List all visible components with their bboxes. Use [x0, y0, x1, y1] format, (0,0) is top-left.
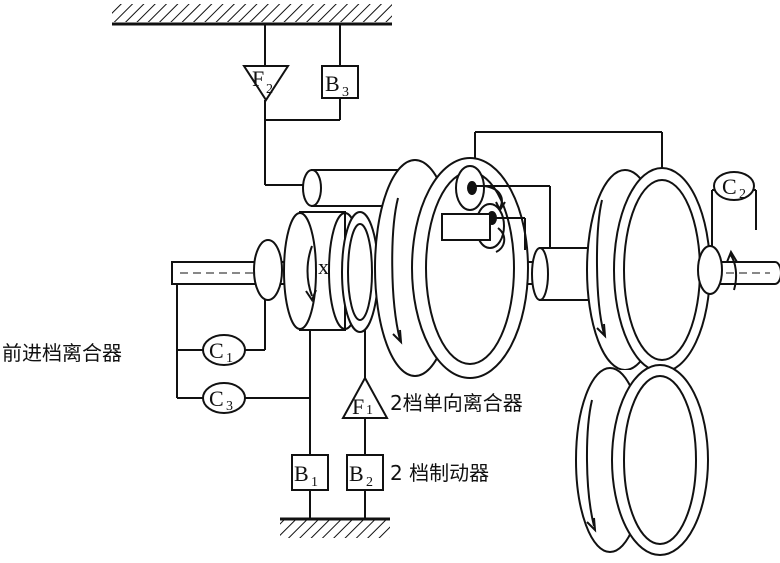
x-label: x — [318, 254, 329, 279]
f1-letter: F — [352, 394, 364, 419]
bottom-ground — [280, 517, 390, 538]
b2-sub: 2 — [366, 475, 373, 490]
b3-sub: 3 — [342, 85, 349, 100]
c1-clutch: C 1 — [202, 334, 246, 366]
b2-brake: B 2 — [346, 454, 384, 491]
output-gear — [575, 364, 709, 556]
c3-clutch: C 3 — [202, 382, 246, 414]
b1-brake: B 1 — [291, 454, 329, 491]
top-ground — [112, 4, 392, 26]
f2-letter: F — [252, 66, 264, 91]
b2-letter: B — [349, 461, 364, 486]
c2-clutch: C 2 — [713, 171, 755, 202]
c1-sub: 1 — [226, 351, 233, 366]
c1-letter: C — [209, 338, 224, 363]
f2-sub: 2 — [266, 82, 273, 97]
forward-clutch-label: 前进档离合器 — [2, 341, 122, 365]
c2-letter: C — [722, 174, 737, 199]
f1-oneway-clutch: F 1 — [341, 375, 389, 419]
second-oneway-clutch-label: 2档单向离合器 — [390, 391, 523, 415]
planet-carrier — [441, 165, 551, 253]
right-drum — [586, 167, 738, 373]
shaft-collar — [531, 247, 601, 301]
b1-sub: 1 — [311, 475, 318, 490]
clutch-drum — [341, 211, 379, 333]
second-brake-label: 2 档制动器 — [390, 461, 489, 485]
b1-letter: B — [294, 461, 309, 486]
c2-sub: 2 — [739, 187, 746, 202]
f2-oneway-clutch: F 2 — [242, 65, 290, 102]
b3-letter: B — [325, 71, 340, 96]
ring-gear-front — [374, 157, 529, 379]
c3-sub: 3 — [226, 399, 233, 414]
b3-brake: B 3 — [321, 65, 359, 100]
c3-letter: C — [209, 386, 224, 411]
f1-sub: 1 — [366, 403, 373, 418]
